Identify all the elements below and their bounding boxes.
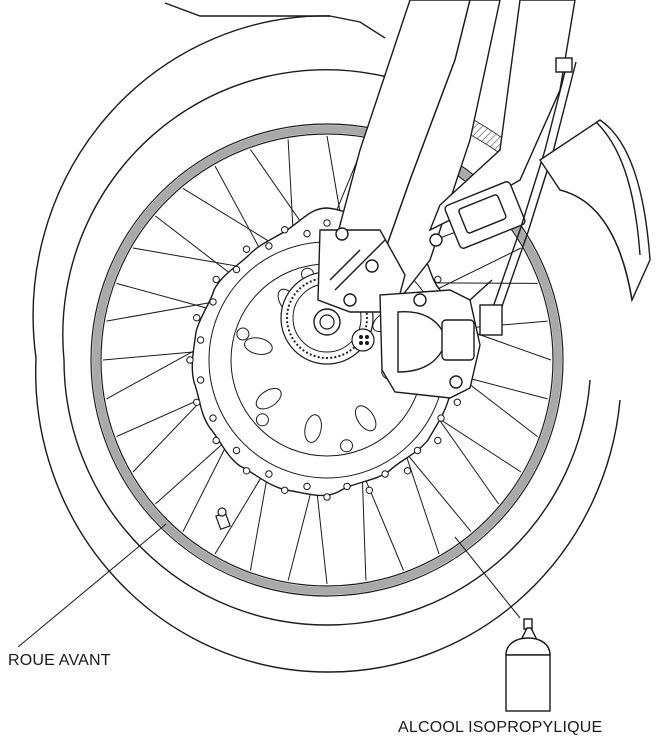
disc-hole xyxy=(403,467,412,475)
disc-hole xyxy=(323,493,331,501)
disc-hole xyxy=(303,229,311,238)
abs-tooth xyxy=(299,287,302,290)
disc-bolt xyxy=(340,439,353,453)
disc-hole xyxy=(242,467,251,475)
disc-hole xyxy=(323,219,331,227)
disc-hole xyxy=(196,336,205,344)
fork-leg-right xyxy=(428,0,576,249)
disc-hole xyxy=(209,298,217,306)
brake-hose xyxy=(479,57,577,336)
abs-tooth xyxy=(302,284,305,287)
abs-tooth xyxy=(317,356,320,359)
disc-hole xyxy=(232,265,241,274)
disc-hole xyxy=(196,376,205,384)
disc-hole xyxy=(209,414,217,422)
abs-tooth xyxy=(305,351,309,354)
disc-hole xyxy=(232,446,241,455)
abs-tooth xyxy=(289,300,292,303)
fender xyxy=(539,119,651,303)
valve-stem xyxy=(215,507,231,531)
tire xyxy=(32,2,621,673)
disc-bolt xyxy=(236,327,250,341)
abs-tooth xyxy=(296,290,299,293)
abs-tooth xyxy=(299,346,302,349)
disc-hole xyxy=(453,398,461,406)
abs-tooth xyxy=(334,356,337,359)
disc-hole xyxy=(265,470,273,478)
disc-hole xyxy=(437,414,445,422)
abs-tooth xyxy=(365,316,369,320)
disc-hole xyxy=(343,482,351,491)
abs-tooth xyxy=(305,282,309,285)
abs-tooth xyxy=(325,356,329,360)
spray-can-label: ALCOOL ISOPROPYLIQUE xyxy=(398,719,603,736)
abs-tooth xyxy=(286,312,289,315)
abs-tooth xyxy=(349,349,352,352)
abs-tooth xyxy=(309,280,312,283)
abs-tooth xyxy=(286,325,289,328)
disc-hole xyxy=(212,275,220,284)
abs-tooth xyxy=(309,353,312,356)
disc-hole xyxy=(265,242,273,250)
abs-tooth xyxy=(293,293,296,296)
abs-tooth xyxy=(289,333,292,336)
disc-hole xyxy=(434,436,442,445)
brake-caliper xyxy=(379,279,493,399)
abs-tooth xyxy=(365,312,368,315)
abs-tooth xyxy=(365,325,368,328)
abs-tooth xyxy=(338,354,341,358)
abs-tooth xyxy=(342,353,345,356)
abs-tooth xyxy=(302,349,305,352)
fork xyxy=(317,0,501,313)
disc-hole xyxy=(281,486,289,494)
disc-slot xyxy=(255,387,282,410)
abs-tooth xyxy=(296,343,299,346)
disc-hole xyxy=(365,486,373,494)
abs-tooth xyxy=(313,354,316,358)
spray-can-icon xyxy=(505,618,551,712)
disc-hole xyxy=(303,482,311,491)
abs-tooth xyxy=(330,356,333,359)
abs-tooth xyxy=(285,316,289,320)
disc-slot xyxy=(354,405,377,432)
abs-tooth xyxy=(287,304,291,307)
disc-hole xyxy=(212,436,220,445)
disc-hole xyxy=(193,314,201,322)
rim xyxy=(90,123,564,597)
disc-slot xyxy=(244,337,273,355)
abs-tooth xyxy=(291,336,294,340)
abs-tooth xyxy=(345,351,349,354)
abs-tooth xyxy=(287,329,291,332)
abs-tooth xyxy=(286,308,289,311)
hub xyxy=(280,271,375,365)
disc-hole xyxy=(193,398,201,406)
abs-tooth xyxy=(313,278,316,282)
disc-hole xyxy=(281,226,289,234)
disc-hole xyxy=(186,356,194,364)
disc-hole xyxy=(242,245,251,253)
abs-tooth xyxy=(293,340,296,343)
disc-slot xyxy=(304,414,322,443)
front-wheel-label: ROUE AVANT xyxy=(8,652,111,669)
disc-hole xyxy=(381,470,389,478)
disc-bolt xyxy=(255,413,269,427)
abs-tooth xyxy=(365,321,368,324)
disc-hole xyxy=(434,275,442,284)
abs-tooth xyxy=(286,321,289,324)
leader-lines xyxy=(17,523,521,648)
disc-hole xyxy=(413,446,422,455)
abs-tooth xyxy=(291,296,294,300)
abs-tooth xyxy=(321,356,324,359)
